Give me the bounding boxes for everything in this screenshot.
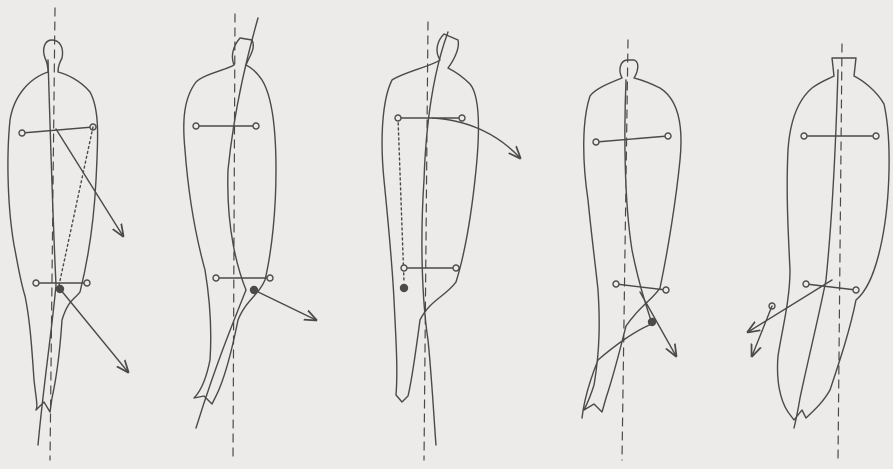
pivot-point [401,285,408,292]
joint-marker-icon [267,275,273,281]
reference-axis [424,22,428,460]
joint-marker-icon [801,133,807,139]
horse-outline [382,34,478,402]
joint-marker-icon [613,281,619,287]
joint-marker-icon [665,133,671,139]
joint-marker-icon [33,280,39,286]
diagonal-dotted-line [58,127,93,290]
spine-line [794,70,838,428]
pivot-point [649,319,656,326]
joint-marker-icon [19,130,25,136]
spine-line [38,60,56,445]
panel-3 [382,22,520,460]
force-vector-icon [640,292,676,356]
joint-marker-icon [401,265,407,271]
joint-marker-icon [663,287,669,293]
joint-marker-icon [593,139,599,145]
force-vector-icon [60,289,128,372]
reference-axis [233,14,235,460]
joint-marker-icon [253,123,259,129]
hip-bar [803,281,859,293]
joint-marker-icon [193,123,199,129]
spine-line [582,80,652,418]
force-vector-icon [254,290,316,320]
force-vector-icon [56,129,123,236]
force-vector-icon [432,118,520,158]
panel-2 [184,14,316,460]
hip-bar [401,265,459,271]
panel-5 [748,44,889,460]
force-vector-icon [752,306,772,356]
dotted-vertical [398,118,404,282]
joint-marker-icon [459,115,465,121]
joint-marker-icon [453,265,459,271]
shoulder-bar [395,115,465,121]
shoulder-bar [193,123,259,129]
panel-4 [582,40,681,460]
shoulder-bar [593,133,671,145]
shoulder-bar [19,124,96,136]
joint-marker-icon [853,287,859,293]
reference-axis [838,44,842,460]
joint-marker-icon [213,275,219,281]
joint-marker-icon [803,281,809,287]
joint-marker-icon [873,133,879,139]
shoulder-bar [801,133,879,139]
panel-1 [8,8,128,460]
force-vector-icon [748,280,832,332]
joint-marker-icon [84,280,90,286]
joint-marker-icon [395,115,401,121]
horse-outline [777,58,889,420]
